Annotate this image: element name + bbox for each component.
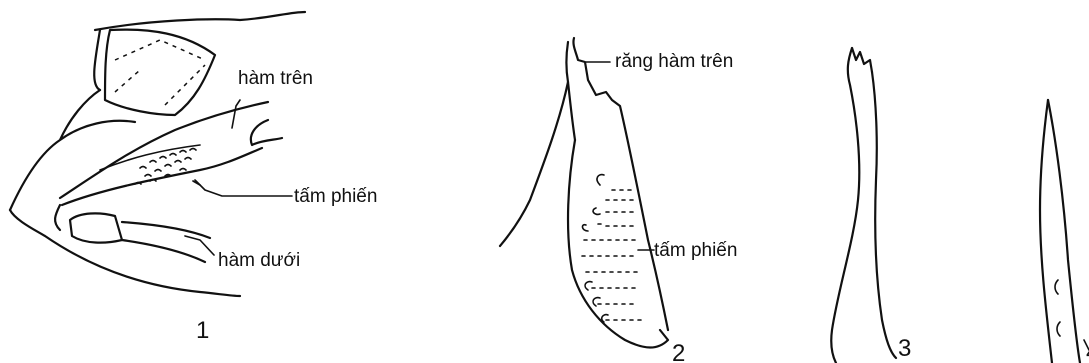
- panel-2-drawing: [500, 38, 668, 348]
- lower-jaw-shape: [70, 213, 122, 242]
- panel-3-number: 3: [898, 335, 911, 362]
- panel-4-drawing: [1040, 100, 1089, 363]
- upper-jaw-shape: [60, 102, 268, 198]
- label-lower-jaw: hàm dưới: [218, 250, 300, 271]
- panel-1-number: 1: [196, 317, 209, 344]
- gill-raker-marks-2: [582, 175, 641, 322]
- panel-2-number: 2: [672, 340, 685, 363]
- panel-3-drawing: [831, 48, 896, 363]
- gill-raker-marks-1: [135, 149, 196, 185]
- label-upper-jaw: hàm trên: [238, 68, 313, 89]
- label-upper-jaw-teeth: răng hàm trên: [615, 51, 733, 72]
- label-plate-1: tấm phiến: [294, 186, 377, 207]
- label-plate-2: tấm phiến: [654, 240, 737, 261]
